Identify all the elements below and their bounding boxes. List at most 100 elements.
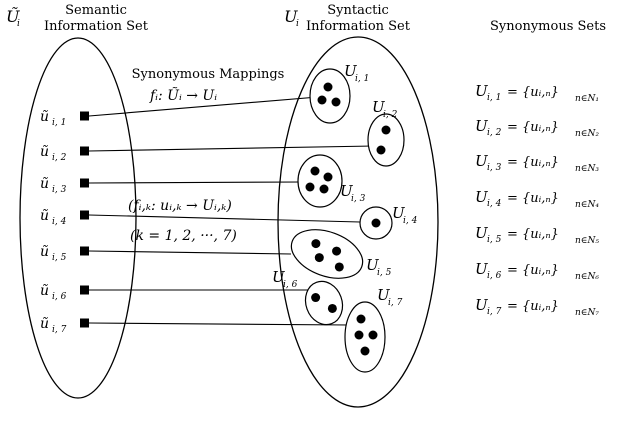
syntactic-point-5-2	[332, 246, 342, 256]
syntactic-subset-sub-3: i, 3	[351, 194, 366, 204]
syntactic-point-7-2	[354, 330, 364, 340]
syntactic-set-symbol-sub: i	[296, 19, 299, 29]
syntactic-subset-2: Ui, 2	[367, 98, 405, 167]
syntactic-point-2-1	[381, 125, 391, 135]
syntactic-subset-label-5: U	[366, 256, 380, 274]
semantic-element-sub-4: i, 4	[52, 217, 67, 227]
syntactic-subset-label-4: U	[392, 204, 406, 222]
syntactic-set-symbol: U	[284, 7, 298, 26]
syntactic-subset-sub-1: i, 1	[355, 74, 369, 84]
synonymous-set-lhs-6: U	[475, 260, 489, 278]
syntactic-subset-boundary-5	[290, 229, 364, 279]
synonymous-set-lhs-1: U	[475, 82, 489, 100]
syntactic-subset-boundary-3	[297, 154, 343, 208]
semantic-set-ellipse	[19, 37, 137, 399]
syntactic-header-line1: Syntactic	[327, 3, 389, 18]
synonymous-set-lhs-sub-3: i, 3	[487, 163, 502, 173]
synonymous-set-lhs-2: U	[475, 117, 489, 135]
syntactic-subset-label-7: U	[377, 286, 391, 304]
synonymous-set-lhs-sub-2: i, 2	[487, 128, 502, 138]
synonymous-set-lhs-sub-1: i, 1	[487, 93, 501, 103]
semantic-header-line1: Semantic	[65, 3, 127, 18]
synonymous-set-cond-2: n∈N₂	[575, 129, 599, 139]
synonymous-sets-title: Synonymous Sets	[490, 19, 606, 34]
semantic-element-marker-1	[80, 111, 89, 121]
synonymous-set-cond-6: n∈N₆	[575, 272, 599, 282]
synonymous-set-cond-4: n∈N₄	[575, 200, 599, 210]
mapping-line-5	[88, 250, 292, 255]
mapping-title: Synonymous Mappings	[132, 67, 285, 82]
syntactic-subset-sub-7: i, 7	[388, 298, 403, 308]
synonymous-set-rhs-4: = {uᵢ,ₙ}	[507, 191, 559, 206]
semantic-element-sub-5: i, 5	[52, 253, 67, 263]
syntactic-subset-sub-4: i, 4	[403, 216, 418, 226]
syntactic-subset-boundary-2	[367, 113, 405, 167]
mapping-lines	[88, 95, 375, 326]
semantic-element-sub-6: i, 6	[52, 292, 67, 302]
synonymous-set-lhs-sub-4: i, 4	[487, 199, 502, 209]
syntactic-subset-boundary-7	[344, 301, 386, 373]
semantic-element-marker-3	[80, 178, 89, 188]
syntactic-point-6-2	[327, 303, 337, 313]
semantic-element-marker-7	[80, 318, 89, 328]
synonymous-set-cond-3: n∈N₃	[575, 164, 599, 174]
semantic-element-label-4: ũ	[40, 208, 49, 224]
syntactic-subset-3: Ui, 3	[297, 154, 366, 208]
syntactic-point-3-2	[323, 172, 333, 182]
syntactic-point-1-1	[323, 82, 333, 92]
syntactic-point-3-4	[319, 184, 329, 194]
synonymous-set-rhs-1: = {uᵢ,ₙ}	[507, 85, 559, 100]
syntactic-subset-boundary-6	[304, 280, 344, 326]
semantic-element-label-1: ũ	[40, 109, 49, 125]
syntactic-point-7-1	[356, 314, 366, 324]
syntactic-point-4-1	[371, 218, 381, 228]
synonymous-set-lhs-sub-7: i, 7	[487, 307, 502, 317]
syntactic-subset-boundary-1	[309, 68, 351, 124]
syntactic-point-5-1	[311, 239, 321, 249]
semantic-element-marker-6	[80, 285, 89, 295]
synonymous-set-rhs-5: = {uᵢ,ₙ}	[507, 227, 559, 242]
synonymous-set-lhs-3: U	[475, 152, 489, 170]
syntactic-subset-sub-2: i, 2	[383, 110, 398, 120]
semantic-element-label-3: ũ	[40, 176, 49, 192]
syntactic-point-3-3	[305, 182, 315, 192]
mapping-line-1	[88, 95, 331, 117]
syntactic-subset-6: Ui, 6	[272, 268, 344, 326]
syntactic-subset-4: Ui, 4	[359, 204, 418, 240]
syntactic-subset-1: Ui, 1	[309, 62, 369, 124]
syntactic-subset-label-2: U	[372, 98, 386, 116]
synonymous-set-cond-1: n∈N₁	[575, 94, 599, 104]
mapping-formula: fᵢ: Ũᵢ → Uᵢ	[149, 86, 217, 104]
semantic-set-symbol: Ũ	[6, 6, 20, 26]
semantic-element-marker-2	[80, 146, 89, 156]
semantic-element-sub-7: i, 7	[52, 325, 67, 335]
mapping-line-7	[88, 322, 351, 326]
syntactic-set-ellipse	[277, 36, 439, 408]
semantic-element-label-6: ũ	[40, 283, 49, 299]
semantic-element-sub-1: i, 1	[52, 118, 66, 128]
syntactic-subset-label-6: U	[272, 268, 286, 286]
synonymous-set-cond-5: n∈N₅	[575, 236, 599, 246]
semantic-element-marker-4	[80, 210, 89, 220]
syntactic-subset-label-3: U	[340, 182, 354, 200]
synonymous-set-lhs-7: U	[475, 296, 489, 314]
synonymous-set-rhs-6: = {uᵢ,ₙ}	[507, 263, 559, 278]
synonymous-set-rhs-7: = {uᵢ,ₙ}	[507, 299, 559, 314]
syntactic-subsets: Ui, 1Ui, 2Ui, 3Ui, 4Ui, 5Ui, 6Ui, 7	[272, 62, 418, 373]
synonymous-set-cond-7: n∈N₇	[575, 308, 599, 318]
syntactic-point-1-2	[317, 95, 327, 105]
mapping-line-3	[88, 181, 303, 184]
syntactic-subset-5: Ui, 5	[290, 229, 392, 279]
mapping-range: (k = 1, 2, ···, 7)	[130, 228, 237, 244]
semantic-element-label-7: ũ	[40, 316, 49, 332]
synonymous-set-lhs-5: U	[475, 224, 489, 242]
syntactic-point-6-1	[311, 293, 321, 303]
syntactic-point-7-4	[360, 346, 370, 356]
syntactic-point-5-3	[314, 253, 324, 263]
semantic-element-sub-3: i, 3	[52, 185, 67, 195]
